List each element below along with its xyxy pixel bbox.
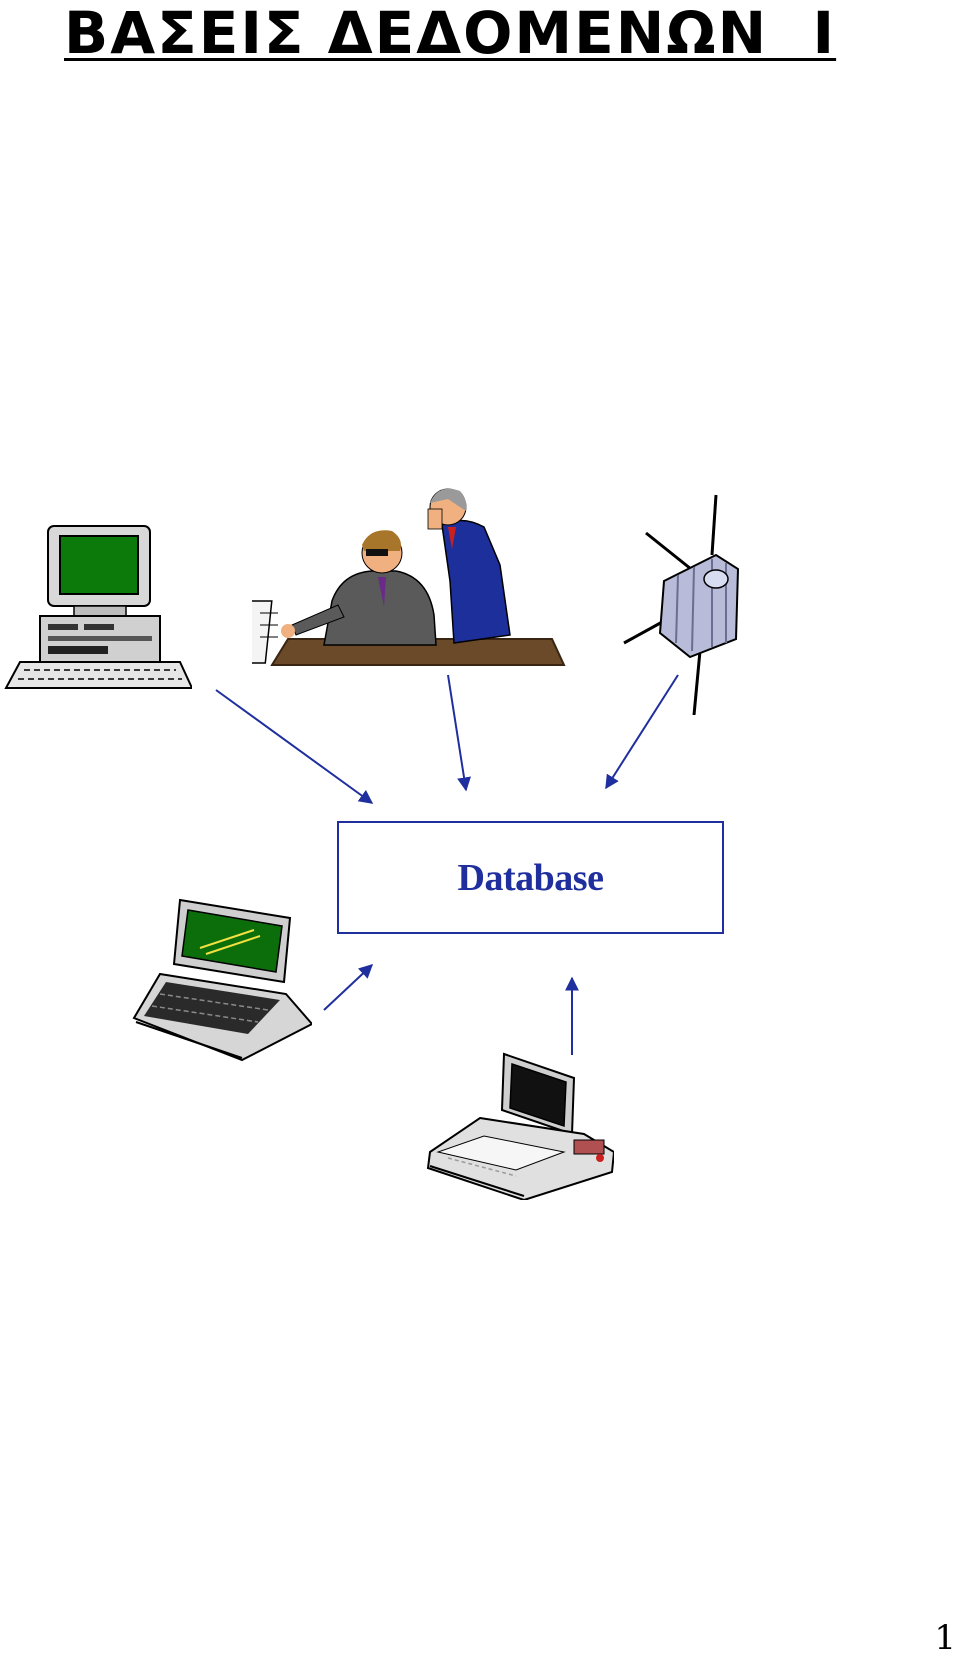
- arrow-satellite-to-database: [605, 674, 679, 790]
- database-label: Database: [457, 856, 604, 899]
- laptop-computer-icon: [132, 898, 312, 1062]
- page-number: 1: [934, 1618, 956, 1658]
- database-box: Database: [337, 821, 724, 934]
- arrow-workers-to-database: [447, 674, 471, 792]
- terminal-computer-icon: [426, 1052, 614, 1200]
- satellite-icon: [623, 494, 740, 715]
- arrow-laptop-to-database: [323, 964, 374, 1011]
- arrow-desktop-to-database: [215, 689, 374, 804]
- desktop-computer-icon: [4, 525, 192, 689]
- office-workers-icon: [252, 488, 566, 666]
- page-title: ΒΑΣΕΙΣ ΔΕΔΟΜΕΝΩΝ Ι: [64, 0, 837, 67]
